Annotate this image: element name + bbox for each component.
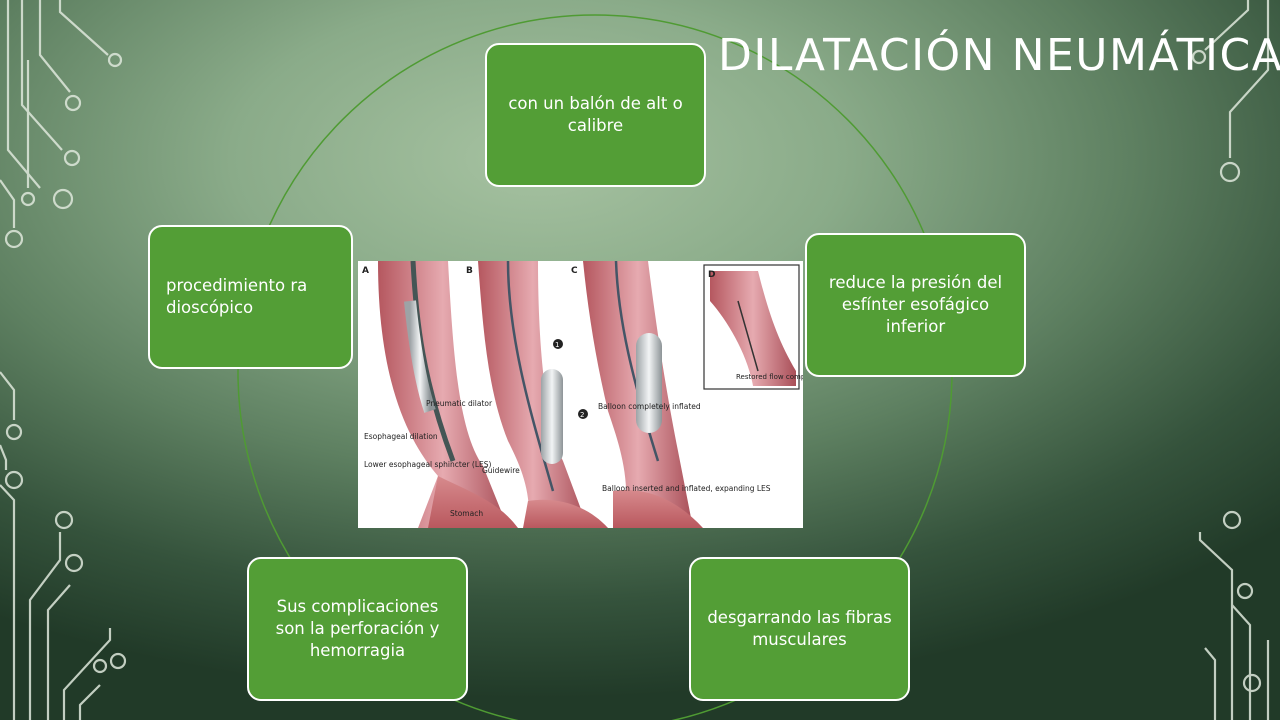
cycle-item-tearing: desgarrando las fibras musculares (689, 557, 910, 701)
panel-d-label: D (708, 270, 715, 280)
cycle-item-pressure: reduce la presión del esfínter esofágico… (805, 233, 1026, 377)
label-restored-flow: Restored flow complete (736, 373, 803, 381)
label-esophageal-dilation: Esophageal dilation (364, 432, 438, 441)
panel-c-label: C (571, 266, 578, 276)
panel-a-label: A (362, 266, 369, 276)
cycle-item-procedure: procedimiento ra dioscópico (148, 225, 353, 369)
label-balloon-inserted: Balloon inserted and inflated, expanding… (602, 484, 771, 493)
cycle-item-complications: Sus complicaciones son la perforación y … (247, 557, 468, 701)
cycle-item-label: reduce la presión del esfínter esofágico… (828, 272, 1003, 337)
label-les: Lower esophageal sphincter (LES) (364, 460, 492, 469)
panel-b-label: B (466, 266, 473, 276)
marker-1: 1 (555, 341, 559, 349)
label-guidewire: Guidewire (482, 466, 520, 475)
balloon-dilation-illustration: A B C D Pneumatic dilator Esophageal dil… (358, 261, 803, 528)
label-pneumatic-dilator: Pneumatic dilator (426, 399, 493, 408)
cycle-item-label: con un balón de alt o calibre (508, 93, 683, 135)
label-balloon-inflated: Balloon completely inflated (598, 402, 701, 411)
marker-2: 2 (580, 411, 584, 419)
cycle-item-label: procedimiento ra dioscópico (166, 275, 308, 317)
cycle-item-label: desgarrando las fibras musculares (707, 607, 892, 649)
slide-title: DILATACIÓN NEUMÁTICA (718, 30, 1280, 81)
label-stomach: Stomach (450, 509, 483, 518)
cycle-item-label: Sus complicaciones son la perforación y … (275, 596, 440, 661)
cycle-item-balloon: con un balón de alt o calibre (485, 43, 706, 187)
